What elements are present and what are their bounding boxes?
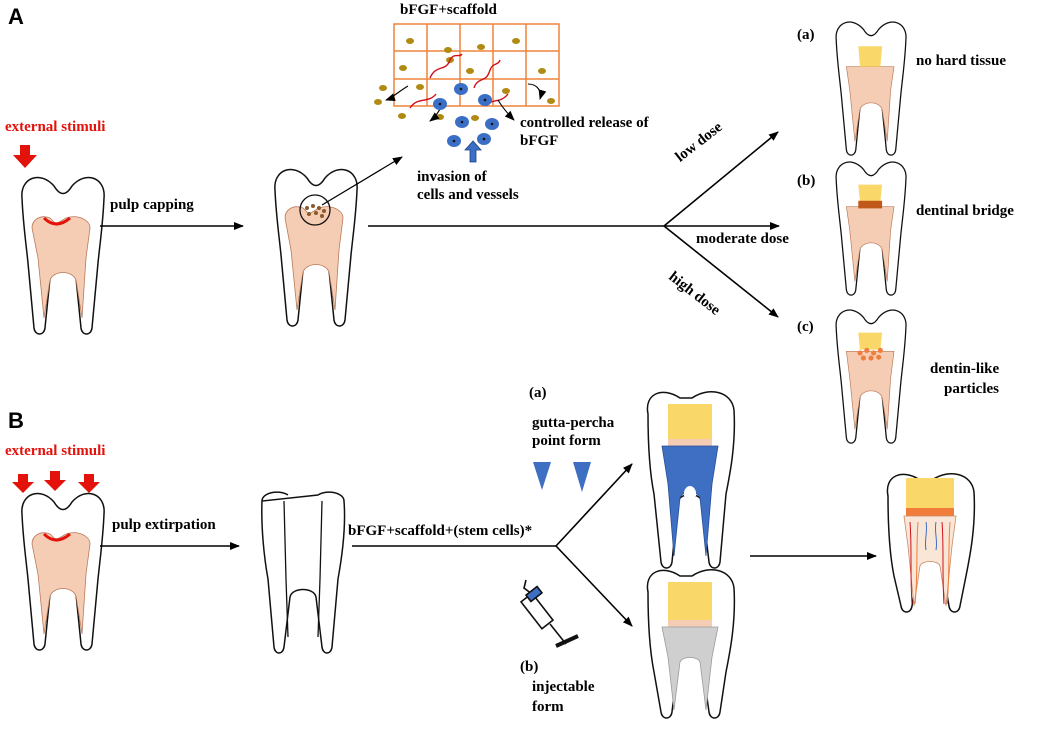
invasion-label-2: cells and vessels xyxy=(417,187,519,203)
pulp-extirpation-label: pulp extirpation xyxy=(112,517,216,533)
moderate-dose-label: moderate dose xyxy=(696,231,789,247)
gutta-percha-cones xyxy=(533,462,591,492)
tooth-injured-b xyxy=(21,492,105,651)
tooth-capped-a xyxy=(274,168,358,327)
panel-label-a: A xyxy=(8,4,24,29)
pulp-capping-label: pulp capping xyxy=(110,197,194,213)
scaffold-title: bFGF+scaffold xyxy=(400,2,497,18)
form-a-label-1: gutta-percha xyxy=(532,415,615,431)
stimulus-arrows-b xyxy=(12,471,100,493)
outcome-b-label: dentinal bridge xyxy=(916,203,1014,219)
outcome-c-label-2: particles xyxy=(944,381,999,397)
invasion-label-1: invasion of xyxy=(417,169,487,185)
tooth-injectable-fill xyxy=(646,569,736,719)
stimulus-label-b: external stimuli xyxy=(5,443,106,459)
tooth-regenerated xyxy=(886,473,976,613)
tooth-extirpated xyxy=(261,491,346,654)
tooth-outcome-no-hard-tissue xyxy=(835,21,907,156)
form-a-tag: (a) xyxy=(529,385,547,401)
arrow-high-dose xyxy=(663,225,779,318)
invasion-arrow xyxy=(464,140,482,163)
release-label-1: controlled release of xyxy=(520,115,649,131)
release-label-2: bFGF xyxy=(520,133,559,149)
tooth-gutta-percha-fill xyxy=(646,391,736,569)
arrow-low-dose xyxy=(663,131,779,227)
stimulus-label-a: external stimuli xyxy=(5,119,106,135)
bfgf-dots xyxy=(374,38,555,121)
form-a-label-2: point form xyxy=(532,433,601,449)
outcome-a-tag: (a) xyxy=(797,27,815,43)
outcome-b-tag: (b) xyxy=(797,173,816,189)
syringe-icon xyxy=(519,579,579,648)
panel-label-b: B xyxy=(8,408,24,433)
zoom-pointer xyxy=(321,156,403,206)
outcome-c-label-1: dentin-like xyxy=(930,361,1000,377)
arrow-to-gutta xyxy=(555,463,633,547)
tooth-injured-a xyxy=(21,176,105,335)
stimulus-arrow-a xyxy=(13,145,37,168)
scaffold-grid xyxy=(393,23,560,107)
outcome-c-tag: (c) xyxy=(797,319,814,335)
tooth-outcome-dentin-particles xyxy=(835,309,907,444)
form-b-label-1: injectable xyxy=(532,679,595,695)
mixture-label: bFGF+scaffold+(stem cells)* xyxy=(348,523,533,539)
outcome-a-label: no hard tissue xyxy=(916,53,1007,69)
form-b-label-2: form xyxy=(532,699,564,715)
arrow-to-injectable xyxy=(555,545,633,627)
form-b-tag: (b) xyxy=(520,659,539,675)
tooth-outcome-dentinal-bridge xyxy=(835,161,907,296)
